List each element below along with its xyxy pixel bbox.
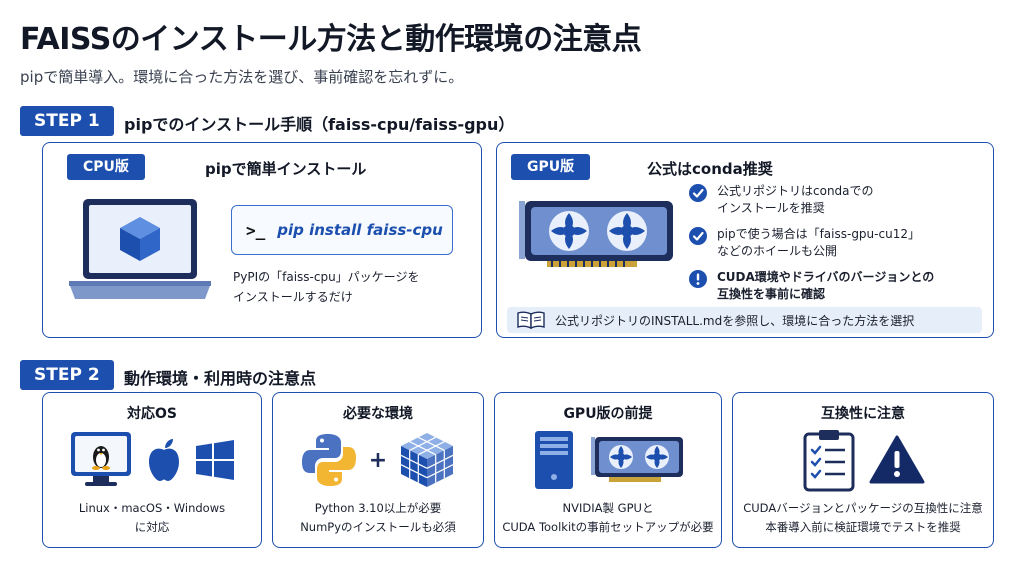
gpu-point-3: CUDA環境やドライバのバージョンとの 互換性を事前に確認 <box>689 269 979 303</box>
cpu-card: CPU版 pipで簡単インストール >_ pip install faiss-c… <box>42 142 482 338</box>
gpu-label: GPU版 <box>511 154 591 180</box>
page-subtitle: pipで簡単導入。環境に合った方法を選び、事前確認を忘れずに。 <box>20 68 464 86</box>
compatibility-card-line2: 本番導入前に検証環境でテストを推奨 <box>765 520 961 534</box>
step1-title: pipでのインストール手順（faiss-cpu/faiss-gpu） <box>124 115 515 134</box>
compatibility-card-desc: CUDAバージョンとパッケージの互換性に注意 本番導入前に検証環境でテストを推奨 <box>737 499 989 537</box>
os-card-line1: Linux・macOS・Windows <box>78 501 226 515</box>
apple-icon <box>149 439 179 481</box>
check-icon <box>689 184 707 202</box>
laptop-icon <box>69 199 211 299</box>
compatibility-icons <box>733 427 993 493</box>
gpu-point-2: pipで使う場合は「faiss-gpu-cu12」 などのホイールも公開 <box>689 226 979 260</box>
gpu-point-1-line2: インストールを推奨 <box>717 201 825 215</box>
command-box[interactable]: >_ pip install faiss-cpu <box>231 205 453 255</box>
gpu-prereq-card-line1: NVIDIA製 GPUと <box>562 501 654 515</box>
gpu-point-1-line1: 公式リポジトリはcondaでの <box>717 184 874 198</box>
windows-icon <box>196 440 234 480</box>
cpu-heading: pipで簡単インストール <box>205 160 367 178</box>
warning-triangle-icon <box>869 435 925 484</box>
exclamation-icon <box>689 270 707 288</box>
gpu-point-3-line1: CUDA環境やドライバのバージョンとの <box>717 270 935 284</box>
os-card-title: 対応OS <box>127 406 177 422</box>
requirements-card-desc: Python 3.10以上が必要 NumPyのインストールも必須 <box>277 499 479 537</box>
step2-title: 動作環境・利用時の注意点 <box>124 369 317 388</box>
requirements-icons: + <box>273 427 483 493</box>
requirements-card-line1: Python 3.10以上が必要 <box>314 501 442 515</box>
requirements-card: 必要な環境 + Python 3.10以上が必要 NumPyのインストールも必須 <box>272 392 484 548</box>
gpu-prereq-card-title: GPU版の前提 <box>563 406 653 422</box>
gpu-prereq-card-desc: NVIDIA製 GPUと CUDA Toolkitの事前セットアップが必要 <box>499 499 717 537</box>
gpu-point-2-line1: pipで使う場合は「faiss-gpu-cu12」 <box>717 227 920 241</box>
page-title: FAISSのインストール方法と動作環境の注意点 <box>20 22 642 57</box>
install-md-note: 公式リポジトリのINSTALL.mdを参照し、環境に合った方法を選択 <box>507 307 982 333</box>
gpu-card-icon <box>519 201 673 267</box>
requirements-card-title: 必要な環境 <box>343 406 413 422</box>
gpu-point-3-line2: 互換性を事前に確認 <box>717 287 826 301</box>
gpu-point-2-line2: などのホイールも公開 <box>717 244 838 258</box>
compatibility-card-line1: CUDAバージョンとパッケージの互換性に注意 <box>743 501 983 515</box>
requirements-card-line2: NumPyのインストールも必須 <box>300 520 456 534</box>
gpu-prereq-icons <box>495 427 721 493</box>
server-tower-icon <box>535 431 573 489</box>
gpu-card: GPU版 公式はconda推奨 <box>496 142 994 338</box>
graphics-card-icon <box>591 437 683 482</box>
check-icon <box>689 227 707 245</box>
cpu-label: CPU版 <box>67 154 145 180</box>
os-card-desc: Linux・macOS・Windows に対応 <box>47 499 257 537</box>
gpu-prereq-card: GPU版の前提 NVIDIA製 GPUと CUDA Toolkitの事前セットア… <box>494 392 722 548</box>
plus-sign: + <box>368 447 388 473</box>
gpu-points: 公式リポジトリはcondaでの インストールを推奨 pipで使う場合は「fais… <box>689 183 979 312</box>
gpu-heading: 公式はconda推奨 <box>647 160 773 178</box>
install-command[interactable]: pip install faiss-cpu <box>277 221 443 239</box>
book-icon <box>517 311 545 329</box>
step2-badge: STEP 2 <box>20 360 114 390</box>
cpu-desc: PyPIの「faiss-cpu」パッケージを インストールするだけ <box>233 267 419 307</box>
cpu-desc-line1: PyPIの「faiss-cpu」パッケージを <box>233 270 420 284</box>
linux-monitor-icon <box>71 432 131 486</box>
os-card-line2: に対応 <box>134 520 170 534</box>
os-card: 対応OS Linux・macOS・Windows に対 <box>42 392 262 548</box>
numpy-cube-icon <box>400 433 454 487</box>
os-icons <box>43 427 261 493</box>
terminal-prompt-icon: >_ <box>246 220 266 240</box>
note-text: 公式リポジトリのINSTALL.mdを参照し、環境に合った方法を選択 <box>555 313 915 328</box>
gpu-point-1: 公式リポジトリはcondaでの インストールを推奨 <box>689 183 979 217</box>
compatibility-card: 互換性に注意 CUDAバージョンとパッケージの互換性に注意 本番導入前に検証環境… <box>732 392 994 548</box>
step1-badge: STEP 1 <box>20 106 114 136</box>
python-icon <box>301 434 356 486</box>
clipboard-checklist-icon <box>803 430 855 492</box>
gpu-prereq-card-line2: CUDA Toolkitの事前セットアップが必要 <box>502 520 714 534</box>
cpu-desc-line2: インストールするだけ <box>233 290 353 304</box>
compatibility-card-title: 互換性に注意 <box>821 406 905 422</box>
